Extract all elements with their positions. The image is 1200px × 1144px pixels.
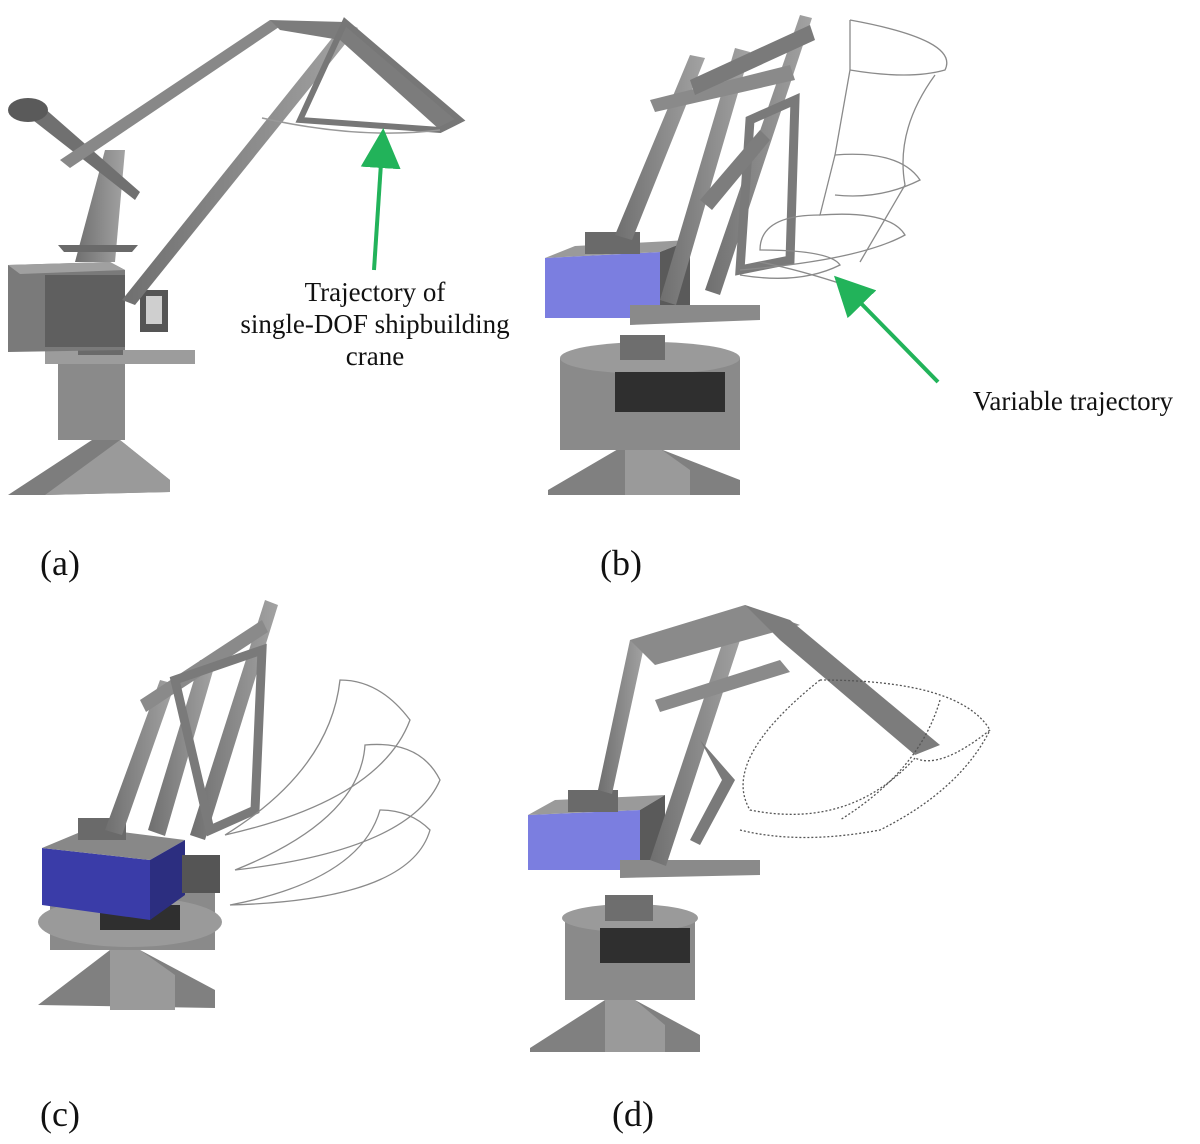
panel-a-crane bbox=[8, 17, 466, 495]
annotation-line-1: Trajectory of bbox=[304, 277, 446, 307]
panel-b-crane bbox=[545, 15, 948, 495]
panel-label-c: (c) bbox=[40, 1094, 80, 1134]
annotation-single-dof: Trajectory of single-DOF shipbuilding cr… bbox=[200, 276, 550, 372]
panel-d-crane bbox=[528, 605, 991, 1052]
annotation-line-3: crane bbox=[345, 341, 405, 371]
annotation-line-2: single-DOF shipbuilding bbox=[240, 309, 510, 339]
panel-label-b: (b) bbox=[600, 543, 642, 583]
panel-c-crane bbox=[38, 600, 441, 1010]
panel-label-a: (a) bbox=[40, 543, 80, 583]
arrow-single-dof bbox=[360, 128, 401, 271]
annotation-variable-trajectory: Variable trajectory bbox=[972, 386, 1174, 416]
panel-label-d: (d) bbox=[612, 1094, 654, 1134]
arrow-variable bbox=[834, 275, 940, 384]
